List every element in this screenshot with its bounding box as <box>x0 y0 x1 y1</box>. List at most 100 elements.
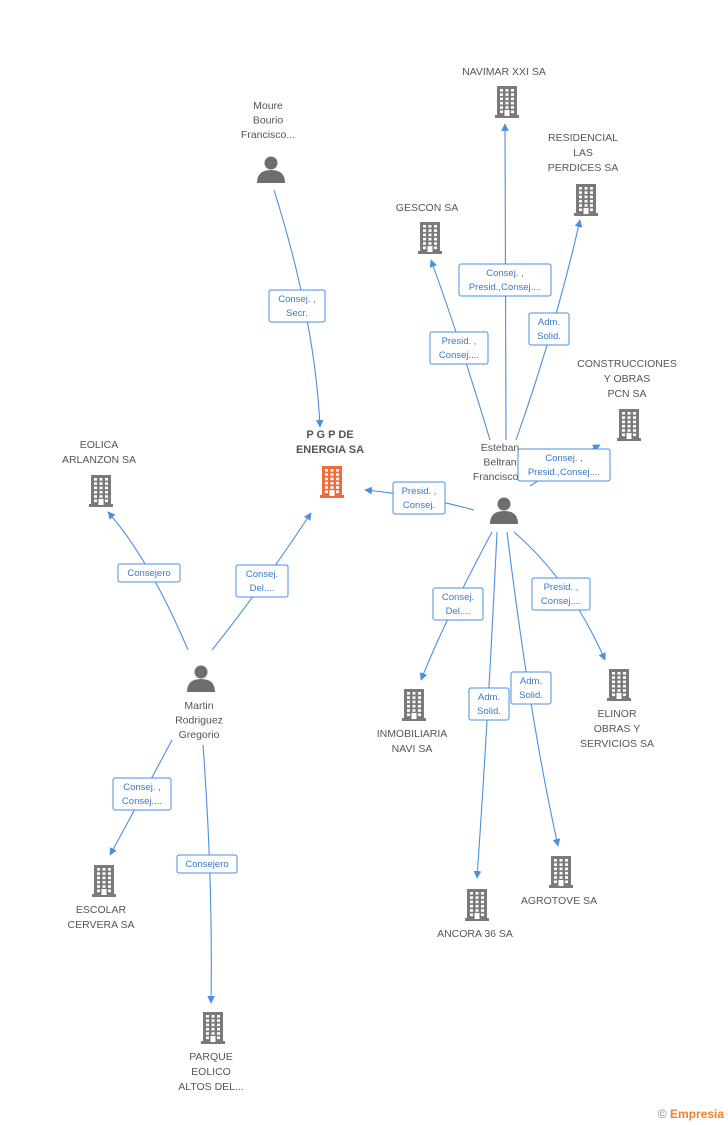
edge-label-text: Consejero <box>127 568 170 579</box>
node-label: Gregorio <box>179 729 220 741</box>
node-moure[interactable]: MoureBourioFrancisco... <box>241 100 295 183</box>
building-icon <box>549 856 573 888</box>
edge-label-text: Consej. <box>442 592 474 603</box>
node-label: PCN SA <box>607 388 646 400</box>
building-icon <box>320 466 344 498</box>
edge-labels-layer: Consej. ,Secr.Presid. ,Consej.Consej. ,P… <box>112 263 611 874</box>
edge-label-martin-to-eolica[interactable]: Consejero <box>117 563 181 583</box>
node-label: Francisco... <box>473 471 527 483</box>
building-icon <box>418 222 442 254</box>
edge-label-text: Consejero <box>185 859 228 870</box>
edge-label-text: Consej. <box>246 569 278 580</box>
node-label: Bourio <box>253 115 284 127</box>
edge-label-text: Consej. , <box>486 268 524 279</box>
edge-label-box <box>510 671 552 705</box>
edge-label-box <box>176 854 238 874</box>
edge-label-box <box>458 263 552 297</box>
person-icon <box>257 156 285 183</box>
node-label: Martin <box>184 700 213 712</box>
node-elinor[interactable]: ELINOR OBRAS Y SERVICIOS SA <box>580 669 654 750</box>
node-gescon[interactable]: GESCON SA <box>396 202 458 254</box>
edge-label-text: Presid. , <box>402 486 437 497</box>
edge-label-esteban-to-ancora[interactable]: Adm. Solid. <box>468 687 510 721</box>
node-label: ANCORA 36 SA <box>437 928 513 940</box>
node-parque[interactable]: PARQUE EOLICO ALTOS DEL... <box>178 1012 244 1093</box>
edge-label-text: Adm. <box>538 317 560 328</box>
edge-label-text: Del.... <box>250 583 275 594</box>
node-label: ESCOLAR <box>76 904 127 916</box>
node-label: Rodriguez <box>175 715 223 727</box>
node-ancora[interactable]: ANCORA 36 SA <box>437 889 513 940</box>
node-label: INMOBILIARIA <box>377 728 448 740</box>
node-label: ALTOS DEL... <box>178 1081 244 1093</box>
brand-logo: © Empresia <box>658 1107 724 1121</box>
node-label: CONSTRUCCIONES <box>577 358 677 370</box>
building-icon <box>92 865 116 897</box>
building-icon <box>465 889 489 921</box>
edge-label-box <box>468 687 510 721</box>
node-label: NAVIMAR XXI SA <box>462 66 546 78</box>
edge-label-martin-to-pgp[interactable]: Consej. Del.... <box>235 564 289 598</box>
edge-label-text: Consej. , <box>278 294 316 305</box>
node-label: SERVICIOS SA <box>580 738 654 750</box>
edge-label-text: Consej.... <box>439 350 479 361</box>
edge-label-martin-to-escolar[interactable]: Consej. ,Consej.... <box>112 777 172 811</box>
node-label: ELINOR <box>597 708 637 720</box>
node-label: LAS <box>573 147 593 159</box>
node-label: Beltran <box>483 457 516 469</box>
edge-label-box <box>235 564 289 598</box>
edge-label-text: Solid. <box>519 690 543 701</box>
edge-label-text: Consej.... <box>541 596 581 607</box>
node-agrotove[interactable]: AGROTOVE SA <box>521 856 597 907</box>
node-label: Francisco... <box>241 129 295 141</box>
edge-label-text: Presid. , <box>544 582 579 593</box>
edge-label-text: Secr. <box>286 308 308 319</box>
edge-label-esteban-to-pgp[interactable]: Presid. ,Consej. <box>392 481 446 515</box>
node-construcciones[interactable]: CONSTRUCCIONES Y OBRAS PCN SA <box>577 358 677 441</box>
node-escolar[interactable]: ESCOLAR CERVERA SA <box>68 865 135 931</box>
edge-label-martin-to-parque[interactable]: Consejero <box>176 854 238 874</box>
edge-label-box <box>531 577 591 611</box>
node-label: OBRAS Y <box>594 723 641 735</box>
edge-label-text: Consej. , <box>545 453 583 464</box>
person-icon <box>490 497 518 524</box>
node-inmobiliaria[interactable]: INMOBILIARIA NAVI SA <box>377 689 448 755</box>
edge-label-text: Adm. <box>478 692 500 703</box>
edge-label-esteban-to-residencial[interactable]: Adm.Solid. <box>528 312 570 346</box>
edge-label-text: Del.... <box>446 606 471 617</box>
node-label: EOLICO <box>191 1066 231 1078</box>
edge-label-text: Consej. , <box>123 782 161 793</box>
edge-label-esteban-to-construcciones[interactable]: Consej. , Presid.,Consej.... <box>517 448 611 482</box>
node-label: ARLANZON SA <box>62 454 136 466</box>
edge-label-text: Solid. <box>477 706 501 717</box>
person-icon <box>187 665 215 692</box>
edge-label-esteban-to-navimar[interactable]: Consej. ,Presid.,Consej.... <box>458 263 552 297</box>
node-label: CERVERA SA <box>68 919 135 931</box>
node-navimar[interactable]: NAVIMAR XXI SA <box>462 66 546 118</box>
building-icon <box>402 689 426 721</box>
edge-label-esteban-to-agrotove[interactable]: Adm.Solid. <box>510 671 552 705</box>
edge-label-box <box>117 563 181 583</box>
building-icon <box>617 409 641 441</box>
edge-label-box <box>112 777 172 811</box>
edge-label-box <box>268 289 326 323</box>
edge-label-moure-to-pgp[interactable]: Consej. , Secr. <box>268 289 326 323</box>
node-esteban[interactable]: EstebanBeltranFrancisco... <box>473 442 527 524</box>
building-icon <box>89 475 113 507</box>
edge-label-esteban-to-inmobiliaria[interactable]: Consej. Del.... <box>432 587 484 621</box>
node-label: NAVI SA <box>392 743 433 755</box>
edge-label-esteban-to-elinor[interactable]: Presid. , Consej.... <box>531 577 591 611</box>
edge-label-box <box>392 481 446 515</box>
copyright-icon: © <box>657 1107 667 1121</box>
edge-label-esteban-to-gescon[interactable]: Presid. ,Consej.... <box>429 331 489 365</box>
node-label: Y OBRAS <box>604 373 651 385</box>
node-label: PARQUE <box>189 1051 233 1063</box>
edge-label-text: Presid.,Consej.... <box>528 467 600 478</box>
node-label: P G P DE <box>306 429 353 441</box>
